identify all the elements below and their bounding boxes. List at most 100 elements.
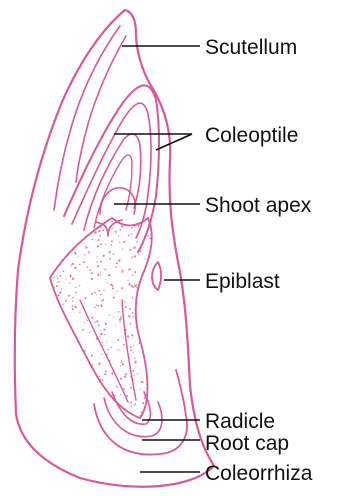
speckle-dot bbox=[158, 345, 160, 347]
speckle-dot bbox=[148, 235, 150, 237]
speckle-dot bbox=[120, 316, 121, 317]
speckle-dot bbox=[75, 306, 77, 308]
speckle-dot bbox=[71, 363, 73, 365]
speckle-dot bbox=[111, 240, 113, 242]
speckle-dot bbox=[62, 339, 63, 340]
speckle-dot bbox=[103, 255, 105, 257]
speckle-dot bbox=[131, 218, 132, 219]
speckle-dot bbox=[43, 417, 45, 419]
speckle-dot bbox=[54, 287, 55, 288]
speckle-dot bbox=[133, 375, 134, 376]
speckle-dot bbox=[121, 287, 123, 289]
speckle-dot bbox=[43, 314, 45, 316]
speckle-dot bbox=[72, 278, 74, 280]
speckle-dot bbox=[152, 382, 154, 384]
speckle-dot bbox=[101, 305, 103, 307]
speckle-dot bbox=[46, 386, 47, 387]
speckle-dot bbox=[57, 305, 58, 306]
speckle-dot bbox=[65, 300, 67, 302]
speckle-dot bbox=[86, 386, 88, 388]
speckle-dot bbox=[85, 246, 87, 248]
speckle-dot bbox=[129, 249, 131, 251]
speckle-dot bbox=[65, 279, 66, 280]
speckle-dot bbox=[144, 305, 145, 306]
coleoptile-inner bbox=[84, 134, 141, 230]
speckle-dot bbox=[146, 410, 148, 412]
speckle-dot bbox=[110, 403, 111, 404]
speckle-dot bbox=[72, 336, 74, 338]
speckle-dot bbox=[46, 284, 47, 285]
speckle-dot bbox=[50, 219, 52, 221]
speckle-dot bbox=[72, 409, 73, 410]
speckle-dot bbox=[109, 251, 111, 253]
speckle-dot bbox=[113, 297, 115, 299]
speckle-dot bbox=[46, 303, 48, 305]
speckle-dot bbox=[152, 352, 153, 353]
speckle-dot bbox=[100, 272, 101, 273]
speckle-dot bbox=[131, 285, 133, 287]
speckle-dot bbox=[47, 220, 49, 222]
speckle-dot bbox=[91, 355, 93, 357]
speckle-dot bbox=[91, 272, 93, 274]
speckle-dot bbox=[143, 381, 144, 382]
speckle-dot bbox=[89, 269, 91, 271]
speckle-dot bbox=[115, 266, 117, 268]
speckle-dot bbox=[89, 395, 91, 397]
speckle-dot bbox=[121, 225, 123, 227]
speckle-dot bbox=[82, 329, 84, 331]
speckle-dot bbox=[109, 274, 110, 275]
speckle-dot bbox=[79, 341, 80, 342]
speckle-dot bbox=[115, 326, 116, 327]
embryo-axis bbox=[50, 218, 152, 418]
speckle-dot bbox=[48, 346, 49, 347]
speckle-dot bbox=[100, 243, 102, 245]
speckle-dot bbox=[140, 249, 141, 250]
speckle-dot bbox=[72, 244, 74, 246]
speckle-dot bbox=[97, 409, 99, 411]
speckle-dot bbox=[124, 217, 126, 219]
speckle-dot bbox=[119, 229, 121, 231]
speckle-dot bbox=[61, 288, 62, 289]
speckle-dot bbox=[57, 394, 59, 396]
speckle-dot bbox=[57, 278, 59, 280]
speckle-dot bbox=[59, 383, 61, 385]
speckle-dot bbox=[97, 261, 98, 262]
speckle-dot bbox=[140, 389, 141, 390]
speckle-dot bbox=[50, 267, 52, 269]
speckle-dot bbox=[58, 216, 60, 218]
speckle-dot bbox=[148, 328, 150, 330]
speckle-dot bbox=[54, 306, 56, 308]
speckle-dot bbox=[89, 332, 90, 333]
speckle-dot bbox=[57, 305, 59, 307]
speckle-dot bbox=[90, 376, 91, 377]
speckle-dot bbox=[153, 276, 155, 278]
speckle-dot bbox=[146, 285, 147, 286]
speckle-dot bbox=[45, 267, 47, 269]
speckle-dot bbox=[138, 292, 140, 294]
speckle-dot bbox=[53, 225, 55, 227]
speckle-dot bbox=[96, 419, 97, 420]
speckle-dot bbox=[57, 400, 59, 402]
speckle-dot bbox=[102, 299, 104, 301]
speckle-dot bbox=[123, 241, 125, 243]
speckle-dot bbox=[122, 270, 124, 272]
speckle-dot bbox=[55, 226, 57, 228]
speckle-dot bbox=[116, 290, 117, 291]
speckle-dot bbox=[107, 398, 109, 400]
speckle-dot bbox=[73, 381, 75, 383]
speckle-dot bbox=[116, 262, 118, 264]
speckle-dot bbox=[88, 408, 89, 409]
speckle-dot bbox=[96, 320, 98, 322]
speckle-dot bbox=[151, 390, 153, 392]
speckle-dot bbox=[61, 250, 62, 251]
speckle-dot bbox=[100, 275, 101, 276]
speckle-dot bbox=[132, 316, 133, 317]
speckle-dot bbox=[131, 257, 132, 258]
speckle-dot bbox=[75, 292, 77, 294]
speckle-dot bbox=[119, 321, 120, 322]
speckle-dot bbox=[59, 248, 60, 249]
speckle-dot bbox=[86, 366, 88, 368]
speckle-dot bbox=[99, 376, 100, 377]
speckle-dot bbox=[104, 334, 105, 335]
